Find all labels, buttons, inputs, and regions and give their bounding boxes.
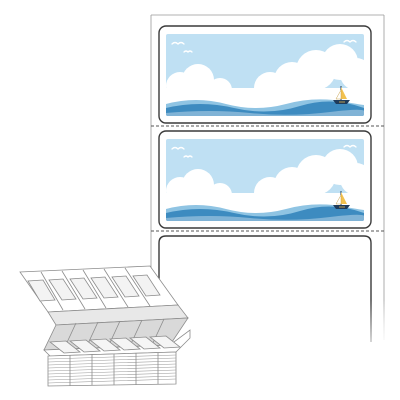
fanfold-front-strip bbox=[43, 329, 191, 357]
fanfold-stacked-block bbox=[47, 351, 177, 387]
label-blank bbox=[150, 235, 386, 360]
label-printed-1 bbox=[158, 25, 372, 124]
label-printed-2 bbox=[158, 130, 372, 229]
perforation-line bbox=[151, 125, 384, 232]
fanfold-top-strip bbox=[19, 265, 179, 313]
fanfold-stack bbox=[19, 265, 191, 387]
